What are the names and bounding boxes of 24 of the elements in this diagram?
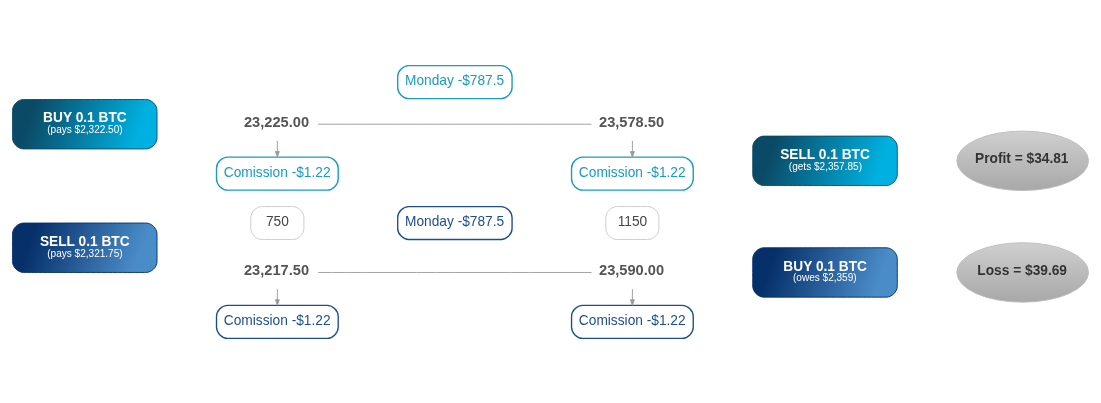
node-box: Comission -$1.22 [215,155,339,191]
arrow [630,139,635,157]
node-box: 750 [250,205,305,240]
node-box: Comission -$1.22 [570,155,694,191]
node-box: Comission -$1.22 [570,304,694,339]
node-box: Comission -$1.22 [215,304,339,339]
node-box: BUY 0.1 BTC (owes $2,359) [752,246,898,298]
node-box: Monday -$787.5 [397,205,513,240]
node-text: 23,590.00 [599,261,665,278]
node-text: 23,578.50 [599,113,665,130]
arrow [275,139,280,157]
node-text: 23,225.00 [243,113,310,130]
connector [317,271,592,273]
node-text: 23,217.50 [243,261,310,278]
node-box: SELL 0.1 BTC (gets $2,357.85) [752,135,898,186]
node-box: SELL 0.1 BTC (pays $2,321.75) [12,222,158,273]
node-box: BUY 0.1 BTC (pays $2,322.50) [12,98,158,149]
connector [317,123,592,125]
arrow [630,288,635,306]
node-ellipse: Loss = $39.69 [956,241,1089,303]
node-box: Monday -$787.5 [397,64,513,99]
node-box: 1150 [605,205,660,240]
arrow [275,288,280,306]
node-ellipse: Profit = $34.81 [956,130,1089,191]
